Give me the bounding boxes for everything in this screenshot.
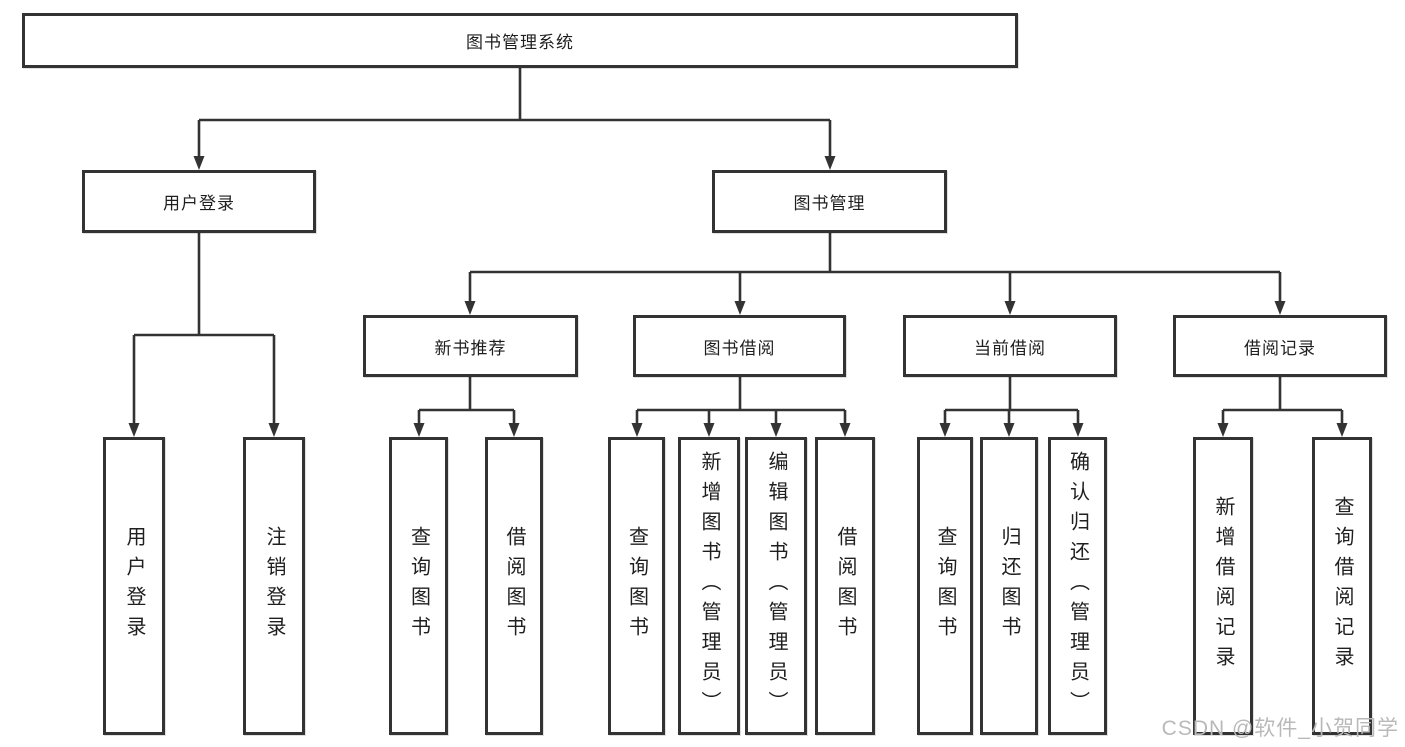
leaf-label: 查询图书 <box>407 526 430 646</box>
root-box-system: 图书管理系统 <box>22 13 1018 68</box>
leaf-label: 借阅图书 <box>834 526 856 646</box>
leaf-label: 用户登录 <box>123 526 145 646</box>
leaf-label: 注销登录 <box>263 526 285 646</box>
leaf-box-user-login: 用户登录 <box>103 437 165 735</box>
leaf-box-borrow-books-2: 借阅图书 <box>815 437 875 735</box>
leaf-label: 新增借阅记录 <box>1212 496 1234 676</box>
leaf-label: 借阅图书 <box>503 526 525 646</box>
leaf-box-query-borrow-record: 查询借阅记录 <box>1312 437 1372 735</box>
branch-box-user-login: 用户登录 <box>82 170 316 233</box>
leaf-label: 查询借阅记录 <box>1331 496 1353 676</box>
leaf-label: 确认归还（管理员） <box>1066 451 1089 721</box>
leaf-box-add-book-admin: 新增图书（管理员） <box>678 437 740 735</box>
branch-box-book-management: 图书管理 <box>712 170 947 233</box>
leaf-label: 归还图书 <box>998 526 1020 646</box>
leaf-label: 新增图书（管理员） <box>698 451 720 721</box>
leaf-label: 查询图书 <box>934 526 956 646</box>
group-box-book-borrow: 图书借阅 <box>633 315 846 377</box>
group-box-borrow-records: 借阅记录 <box>1173 315 1387 377</box>
leaf-box-query-books-1: 查询图书 <box>389 437 448 735</box>
leaf-box-confirm-return-admin: 确认归还（管理员） <box>1048 437 1107 735</box>
leaf-label: 编辑图书（管理员） <box>765 451 787 721</box>
group-box-current-borrow: 当前借阅 <box>903 315 1117 377</box>
group-box-new-book-recommend: 新书推荐 <box>363 315 578 377</box>
leaf-box-query-books-2: 查询图书 <box>608 437 665 735</box>
leaf-box-query-books-3: 查询图书 <box>917 437 973 735</box>
leaf-box-edit-book-admin: 编辑图书（管理员） <box>745 437 807 735</box>
leaf-box-borrow-books-1: 借阅图书 <box>485 437 543 735</box>
csdn-watermark: CSDN @软件_小贺同学 <box>1161 717 1399 740</box>
leaf-box-logout: 注销登录 <box>243 437 305 735</box>
leaf-label: 查询图书 <box>625 526 648 646</box>
leaf-box-return-book: 归还图书 <box>980 437 1038 735</box>
leaf-box-add-borrow-record: 新增借阅记录 <box>1193 437 1253 735</box>
